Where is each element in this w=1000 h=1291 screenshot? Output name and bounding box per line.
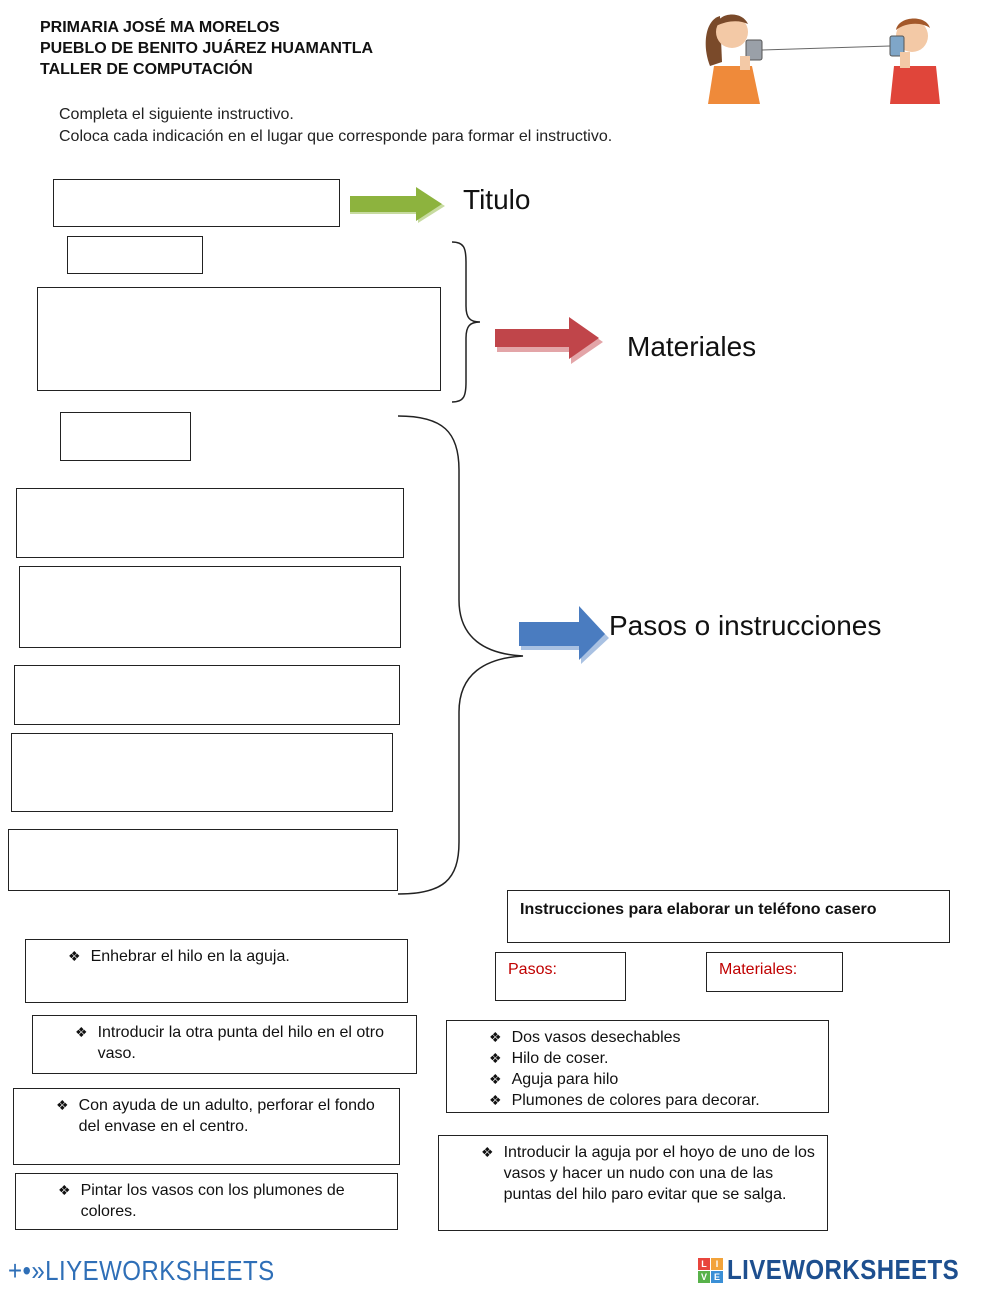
bullet-icon: ❖ xyxy=(489,1029,502,1045)
tin-can-phone-illustration xyxy=(705,14,940,104)
bullet-icon: ❖ xyxy=(75,1024,88,1040)
materials-list-drop-box[interactable] xyxy=(37,287,441,391)
bullet-icon: ❖ xyxy=(489,1071,502,1087)
material-text: Dos vasos desechables xyxy=(511,1029,681,1046)
logo-letter: V xyxy=(698,1270,710,1283)
option-materials-list-card[interactable]: ❖ Dos vasos desechables ❖ Hilo de coser. ❖… xyxy=(446,1020,829,1113)
logo-letter: E xyxy=(711,1270,723,1283)
option-step-pintar-card[interactable]: ❖ Pintar los vasos con los plumones de co… xyxy=(15,1173,398,1230)
workshop-name: TALLER DE COMPUTACIÓN xyxy=(40,61,253,78)
logo-letter: I xyxy=(711,1257,723,1270)
steps-brace xyxy=(397,415,524,895)
steps-heading-drop-box[interactable] xyxy=(60,412,191,461)
liveworksheets-logo: L I V E LIVEWORKSHEETS xyxy=(698,1254,997,1286)
logo-blocks-icon: L I V E xyxy=(698,1257,723,1283)
bullet-icon: ❖ xyxy=(489,1050,502,1066)
instruction-line-2: Coloca cada indicación en el lugar que c… xyxy=(59,128,613,145)
option-title-card[interactable]: Instrucciones para elaborar un teléfono … xyxy=(507,890,950,943)
material-text: Aguja para hilo xyxy=(511,1071,619,1088)
option-step-otra-punta-card[interactable]: ❖ Introducir la otra punta del hilo en el… xyxy=(32,1015,417,1074)
step-drop-box-2[interactable] xyxy=(19,566,401,648)
bullet-icon: ❖ xyxy=(481,1144,494,1160)
logo-letter: L xyxy=(698,1257,710,1270)
title-drop-box[interactable] xyxy=(53,179,340,227)
bullet-icon: ❖ xyxy=(68,948,81,964)
step-text: Enhebrar el hilo en la aguja. xyxy=(90,948,290,965)
step-text: Con ayuda de un adulto, perforar el fond… xyxy=(78,1097,375,1135)
list-item: ❖ Hilo de coser. xyxy=(489,1048,828,1069)
step-text: Introducir la otra punta del hilo en el … xyxy=(97,1024,384,1062)
red-arrow-icon xyxy=(495,317,603,364)
list-item: ❖ Plumones de colores para decorar. xyxy=(489,1090,828,1111)
materials-heading-drop-box[interactable] xyxy=(67,236,203,274)
label-materiales: Materiales xyxy=(627,331,757,362)
step-text: Introducir la aguja por el hoyo de uno d… xyxy=(503,1144,815,1203)
step-drop-box-4[interactable] xyxy=(11,733,393,812)
option-pasos-card[interactable]: Pasos: xyxy=(495,952,626,1001)
option-materiales-card[interactable]: Materiales: xyxy=(706,952,843,992)
material-text: Plumones de colores para decorar. xyxy=(511,1092,760,1109)
materials-brace xyxy=(451,241,481,403)
list-item: ❖ Aguja para hilo xyxy=(489,1069,828,1090)
material-text: Hilo de coser. xyxy=(511,1050,609,1067)
town-name: PUEBLO DE BENITO JUÁREZ HUAMANTLA xyxy=(40,40,374,57)
school-name: PRIMARIA JOSÉ MA MORELOS xyxy=(40,19,280,36)
blue-arrow-icon xyxy=(519,606,609,664)
bullet-icon: ❖ xyxy=(489,1092,502,1108)
label-titulo: Titulo xyxy=(463,184,531,215)
label-pasos: Pasos o instrucciones xyxy=(609,610,882,641)
step-drop-box-5[interactable] xyxy=(8,829,398,891)
option-step-aguja-card[interactable]: ❖ Introducir la aguja por el hoyo de uno … xyxy=(438,1135,828,1231)
list-item: ❖ Dos vasos desechables xyxy=(489,1027,828,1048)
bullet-icon: ❖ xyxy=(56,1097,69,1113)
option-title-text: Instrucciones para elaborar un teléfono … xyxy=(520,901,877,918)
instruction-line-1: Completa el siguiente instructivo. xyxy=(59,106,294,123)
option-pasos-text: Pasos: xyxy=(508,961,557,978)
step-drop-box-1[interactable] xyxy=(16,488,404,558)
step-text: Pintar los vasos con los plumones de col… xyxy=(80,1182,345,1220)
step-drop-box-3[interactable] xyxy=(14,665,400,725)
logo-wordmark: LIVEWORKSHEETS xyxy=(727,1254,960,1285)
watermark-left: +•»LIYEWORKSHEETS xyxy=(8,1255,275,1286)
bullet-icon: ❖ xyxy=(58,1182,71,1198)
green-arrow-icon xyxy=(350,187,445,223)
option-materiales-text: Materiales: xyxy=(719,961,798,978)
option-step-perforar-card[interactable]: ❖ Con ayuda de un adulto, perforar el fon… xyxy=(13,1088,400,1165)
option-step-enhebrar-card[interactable]: ❖ Enhebrar el hilo en la aguja. xyxy=(25,939,408,1003)
